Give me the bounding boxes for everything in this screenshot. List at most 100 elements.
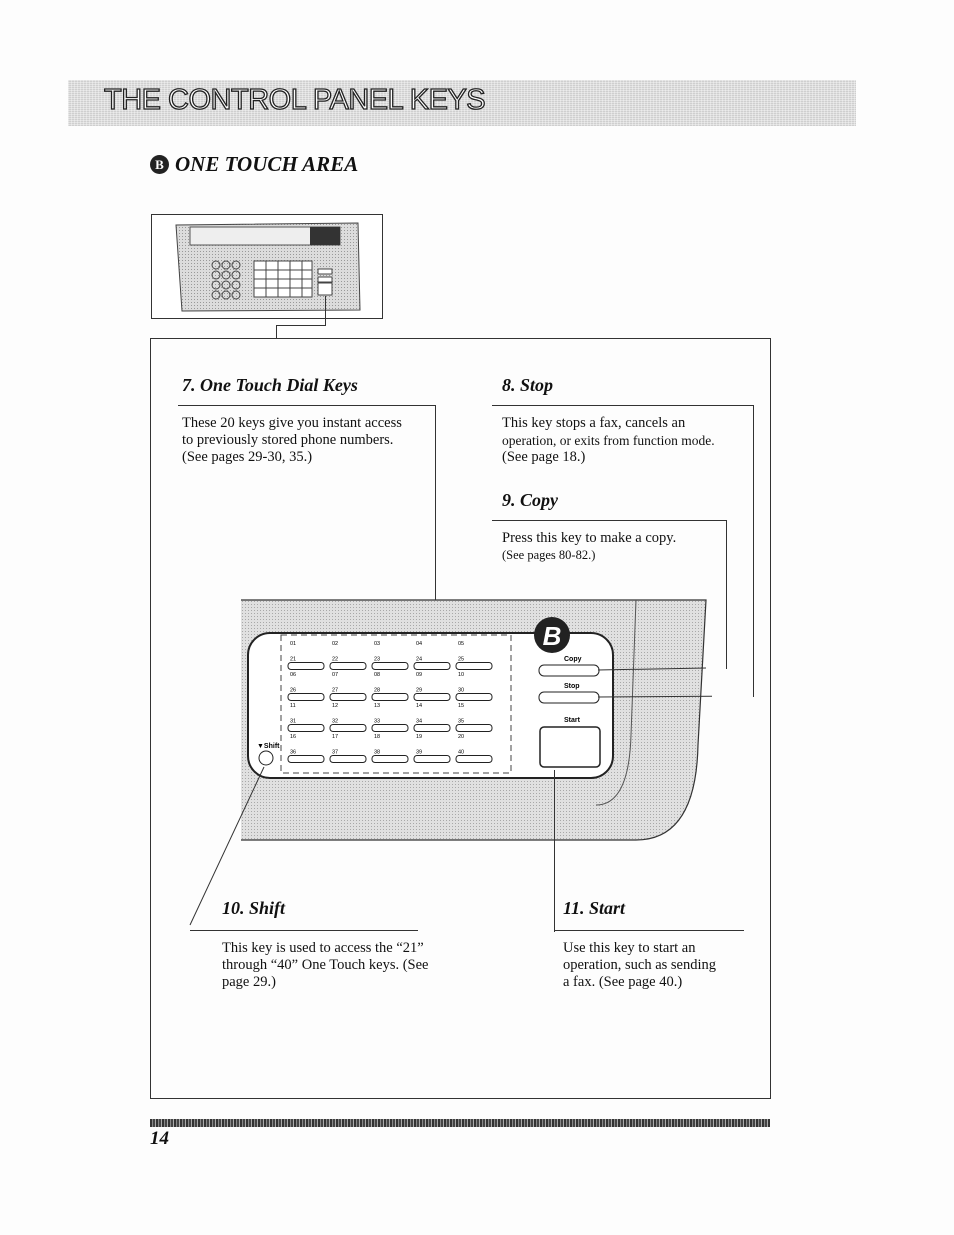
- stop-key-label: Stop: [564, 683, 580, 690]
- text-line: operation, or exits from function mode.: [502, 433, 715, 448]
- one-touch-key[interactable]: [329, 693, 367, 701]
- one-touch-key-number: 14: [416, 703, 422, 709]
- one-touch-key-number: 25: [458, 657, 464, 663]
- one-touch-key-number: 27: [332, 688, 338, 694]
- section-heading-text: ONE TOUCH AREA: [175, 152, 359, 176]
- stop-title: 8. Stop: [502, 375, 554, 395]
- text-line: Press this key to make a copy.: [502, 530, 677, 546]
- one-touch-key-number: 09: [416, 672, 422, 678]
- one-touch-key-number: 03: [374, 641, 380, 647]
- one-touch-key[interactable]: [287, 662, 325, 670]
- one-touch-key-number: 28: [374, 688, 380, 694]
- panel-badge: [534, 617, 570, 653]
- one-touch-key-number: 40: [458, 750, 464, 756]
- shift-leader-line: [189, 766, 265, 926]
- text-line: This key is used to access the “21”: [222, 940, 424, 956]
- one-touch-key-number: 34: [416, 719, 422, 725]
- one-touch-keys-outline: [280, 634, 512, 774]
- shift-description: This key is used to access the “21” thro…: [222, 940, 472, 991]
- text-line: (See pages 80-82.): [502, 548, 596, 562]
- one-touch-key-number: 06: [290, 672, 296, 678]
- stop-key[interactable]: [538, 691, 600, 704]
- one-touch-key-number: 33: [374, 719, 380, 725]
- one-touch-key[interactable]: [287, 724, 325, 732]
- copy-key[interactable]: [538, 664, 600, 677]
- text-line: operation, such as sending: [563, 957, 717, 973]
- one-touch-key-number: 10: [458, 672, 464, 678]
- one-touch-key-number: 08: [374, 672, 380, 678]
- one-touch-key-number: 21: [290, 657, 296, 663]
- start-description: Use this key to start an operation, such…: [563, 940, 748, 991]
- one-touch-key-number: 26: [290, 688, 296, 694]
- one-touch-key[interactable]: [287, 755, 325, 763]
- one-touch-key-number: 30: [458, 688, 464, 694]
- one-touch-key[interactable]: [329, 755, 367, 763]
- text-line: These 20 keys give you instant access: [182, 415, 402, 431]
- one-touch-key-number: 32: [332, 719, 338, 725]
- one-touch-key[interactable]: [413, 755, 451, 763]
- one-touch-key-number: 19: [416, 734, 422, 740]
- one-touch-area-frame: [150, 338, 771, 1099]
- section-heading: B ONE TOUCH AREA: [150, 152, 358, 177]
- one-touch-key-number: 38: [374, 750, 380, 756]
- one-touch-key[interactable]: [329, 724, 367, 732]
- one-touch-key-number: 22: [332, 657, 338, 663]
- text-line: (See pages 29-30, 35.): [182, 449, 313, 465]
- text-line: This key stops a fax, cancels an: [502, 415, 686, 431]
- page-number: 14: [150, 1128, 169, 1149]
- shift-key-label: ▼Shift: [257, 743, 280, 750]
- one-touch-key[interactable]: [455, 724, 493, 732]
- one-touch-key-number: 20: [458, 734, 464, 740]
- one-touch-key-number: 16: [290, 734, 296, 740]
- start-title: 11. Start: [563, 898, 626, 918]
- text-line: (See page 18.): [502, 449, 586, 465]
- text-line: a fax. (See page 40.): [563, 974, 683, 990]
- copy-title: 9. Copy: [502, 490, 558, 510]
- shift-title: 10. Shift: [222, 898, 286, 918]
- start-key[interactable]: [539, 726, 601, 768]
- one-touch-dial-keys-title: 7. One Touch Dial Keys: [182, 375, 358, 395]
- one-touch-key-number: 07: [332, 672, 338, 678]
- one-touch-key-number: 12: [332, 703, 338, 709]
- text-line: Use this key to start an: [563, 940, 696, 956]
- shift-key[interactable]: [258, 750, 274, 766]
- one-touch-key-number: 01: [290, 641, 296, 647]
- one-touch-key-number: 39: [416, 750, 422, 756]
- one-touch-key-number: 05: [458, 641, 464, 647]
- one-touch-key-number: 29: [416, 688, 422, 694]
- one-touch-key-number: 18: [374, 734, 380, 740]
- one-touch-key[interactable]: [371, 724, 409, 732]
- one-touch-key[interactable]: [413, 693, 451, 701]
- one-touch-key[interactable]: [371, 693, 409, 701]
- copy-key-label: Copy: [564, 656, 582, 663]
- one-touch-key[interactable]: [329, 662, 367, 670]
- text-line: page 29.): [222, 974, 276, 990]
- one-touch-dial-keys-description: These 20 keys give you instant access to…: [182, 415, 432, 466]
- one-touch-key-number: 11: [290, 703, 296, 709]
- one-touch-key[interactable]: [371, 755, 409, 763]
- footer-band: [150, 1119, 770, 1127]
- start-key-label: Start: [564, 717, 581, 724]
- one-touch-key[interactable]: [287, 693, 325, 701]
- one-touch-key-number: 17: [332, 734, 338, 740]
- one-touch-key[interactable]: [371, 662, 409, 670]
- one-touch-key-number: 36: [290, 750, 296, 756]
- header-band: [68, 80, 856, 126]
- text-line: through “40” One Touch keys. (See: [222, 957, 429, 973]
- one-touch-key[interactable]: [455, 755, 493, 763]
- one-touch-key[interactable]: [455, 693, 493, 701]
- one-touch-key[interactable]: [455, 662, 493, 670]
- one-touch-key[interactable]: [413, 724, 451, 732]
- one-touch-key-number: 31: [290, 719, 296, 725]
- copy-description: Press this key to make a copy. (See page…: [502, 530, 724, 564]
- one-touch-key[interactable]: [413, 662, 451, 670]
- one-touch-key-number: 04: [416, 641, 422, 647]
- one-touch-key-number: 24: [416, 657, 422, 663]
- section-badge: B: [150, 155, 169, 174]
- text-line: to previously stored phone numbers.: [182, 432, 394, 448]
- page-header-title: THE CONTROL PANEL KEYS: [103, 83, 486, 116]
- one-touch-key-number: 02: [332, 641, 338, 647]
- fax-machine-thumbnail: [175, 222, 361, 312]
- one-touch-key-number: 35: [458, 719, 464, 725]
